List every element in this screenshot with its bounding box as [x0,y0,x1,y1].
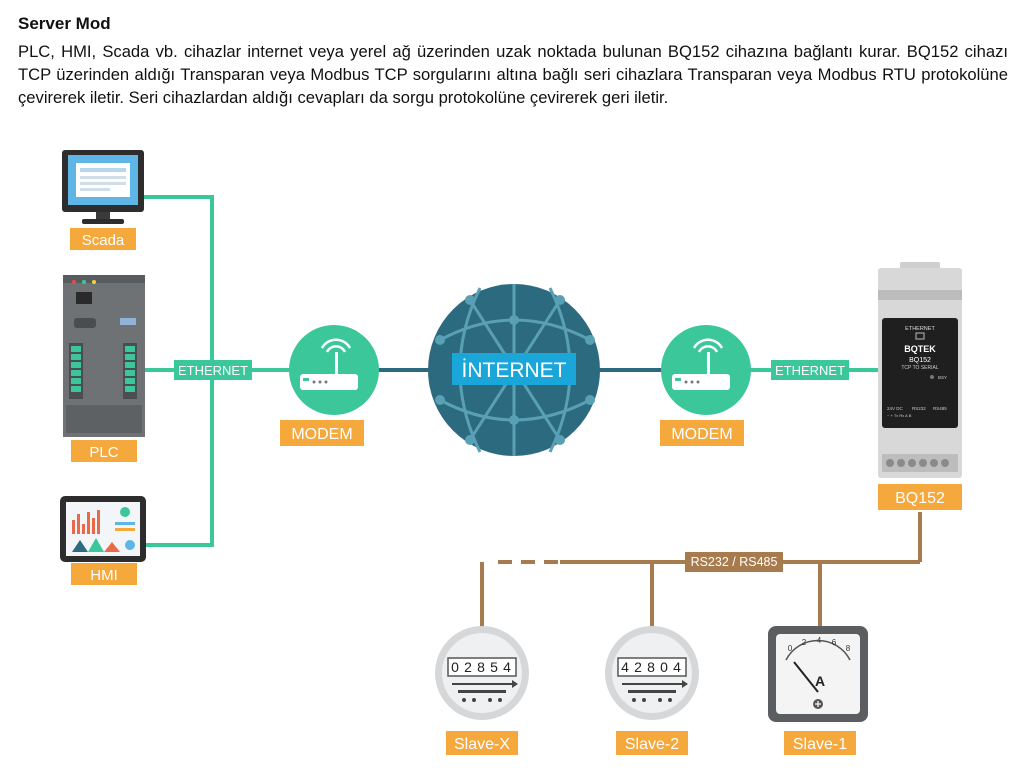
modem-left-label: MODEM [280,420,364,446]
slave-2-meter: 4 2 8 0 4 [605,626,699,720]
modem-left [289,325,379,415]
svg-text:ETHERNET: ETHERNET [905,326,935,332]
svg-text:8: 8 [846,644,851,653]
slave-1-ammeter: 0 2 4 6 8 A [768,626,868,722]
svg-text:Scada: Scada [82,232,125,249]
slave-x-label: Slave-X [446,731,518,755]
slave-x-meter: 0 2 8 5 4 [435,626,529,720]
hmi-label: HMI [71,563,137,585]
ethernet-label-left: ETHERNET [174,360,252,380]
svg-text:BSY: BSY [938,375,947,380]
svg-text:RS232 / RS485: RS232 / RS485 [691,555,778,569]
svg-text:MODEM: MODEM [671,426,732,443]
svg-text:2: 2 [802,638,807,647]
svg-text:4: 4 [673,659,681,675]
svg-text:BQTEK: BQTEK [904,344,936,354]
bq152-device: ETHERNET BQTEK BQ152 TCP TO SERIAL BSY 2… [878,262,962,478]
scada-label: Scada [70,228,136,250]
svg-text:~ + Tx Rx A B: ~ + Tx Rx A B [887,413,912,418]
hmi-tablet [60,496,146,562]
svg-text:8: 8 [647,659,655,675]
svg-text:2: 2 [634,659,642,675]
svg-text:HMI: HMI [90,567,118,584]
modem-right [661,325,751,415]
svg-text:0: 0 [451,659,459,675]
svg-text:TCP TO SERIAL: TCP TO SERIAL [901,365,938,371]
svg-text:4: 4 [817,636,822,645]
svg-text:RS485: RS485 [933,406,947,411]
svg-text:8: 8 [477,659,485,675]
svg-text:4: 4 [621,659,629,675]
svg-text:5: 5 [490,659,498,675]
svg-text:Slave-1: Slave-1 [793,736,847,753]
ethernet-label-right: ETHERNET [771,360,849,380]
plc-device [63,275,145,437]
svg-text:4: 4 [503,659,511,675]
slave-1-label: Slave-1 [784,731,856,755]
svg-text:Slave-X: Slave-X [454,736,510,753]
svg-text:Slave-2: Slave-2 [625,736,679,753]
svg-text:ETHERNET: ETHERNET [775,363,845,378]
serial-bus [480,512,922,640]
bq152-label: BQ152 [878,484,962,510]
serial-bus-label: RS232 / RS485 [685,552,783,572]
slave-2-label: Slave-2 [616,731,688,755]
svg-text:24V DC: 24V DC [887,406,904,411]
internet-label: İNTERNET [452,353,576,385]
svg-text:İNTERNET: İNTERNET [462,359,567,382]
modem-right-label: MODEM [660,420,744,446]
plc-label: PLC [71,440,137,462]
description-text: PLC, HMI, Scada vb. cihazlar internet ve… [18,42,1008,107]
svg-text:6: 6 [832,638,837,647]
svg-text:0: 0 [660,659,668,675]
svg-text:ETHERNET: ETHERNET [178,363,248,378]
svg-text:BQ152: BQ152 [909,357,931,364]
svg-text:0: 0 [788,644,793,653]
svg-text:2: 2 [464,659,472,675]
svg-text:RS232: RS232 [912,406,926,411]
svg-text:BQ152: BQ152 [895,490,945,507]
svg-text:A: A [815,673,825,689]
svg-text:PLC: PLC [89,444,118,461]
svg-text:MODEM: MODEM [291,426,352,443]
page-title: Server Mod [18,14,111,33]
scada-monitor [62,150,144,224]
